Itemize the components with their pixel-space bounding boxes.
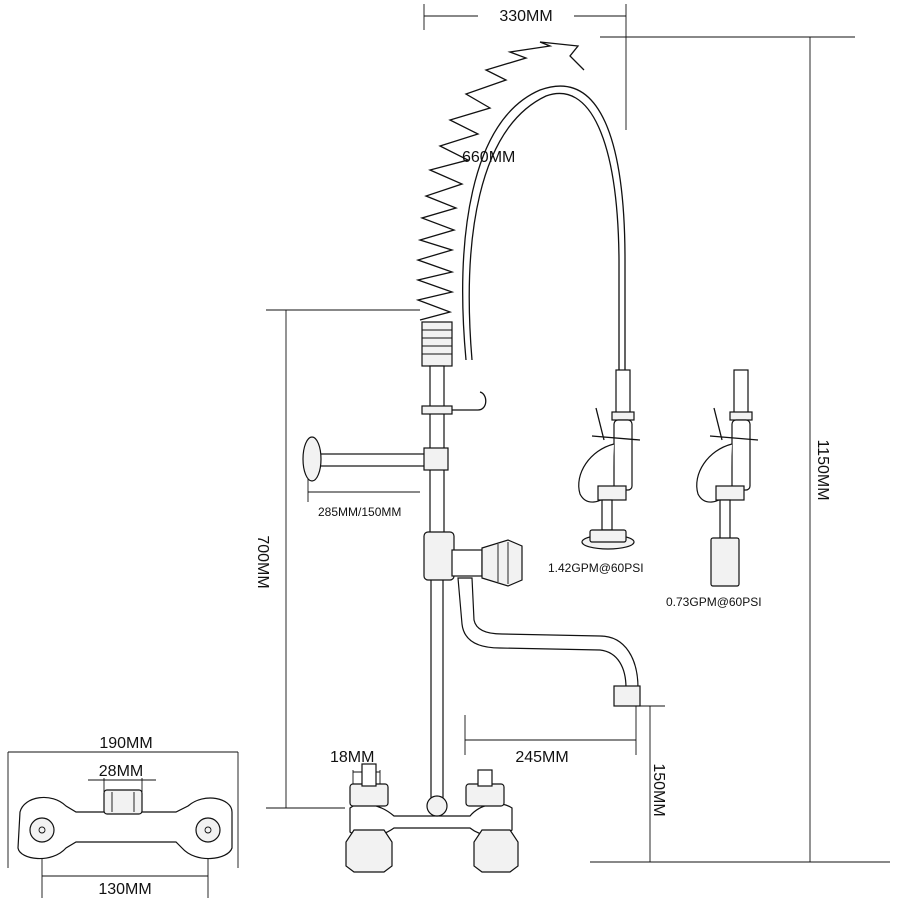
spray-valve-tube: [733, 369, 749, 415]
left-handle: [345, 829, 393, 873]
label-total-height: 1150MM: [814, 439, 831, 500]
bracket-clamp: [423, 447, 449, 471]
left-inlet-nut: [349, 783, 389, 807]
spray-valve-low-flow: [696, 369, 759, 587]
label-spout-height: 150MM: [650, 763, 667, 816]
spout-valve-body: [423, 531, 455, 581]
spring-coil: [415, 41, 585, 321]
spray-valve-body: [613, 419, 633, 491]
left-inlet: [361, 763, 377, 787]
label-spout-reach: 245MM: [515, 749, 568, 766]
label-high-flow: 1.42GPM@60PSI: [548, 561, 644, 575]
wall-bracket-arm: [317, 453, 431, 467]
front-view-right-port: [195, 817, 221, 843]
spout-handle: [481, 539, 523, 587]
label-front-width: 190MM: [99, 735, 152, 752]
dimension-lines: [7, 4, 890, 898]
front-view-center-inlet: [103, 789, 143, 815]
hose: [462, 85, 626, 372]
label-front-mid: 28MM: [99, 763, 143, 780]
spray-head-cylinder: [710, 537, 740, 587]
front-view: [17, 789, 233, 860]
spray-valve-body: [731, 419, 751, 491]
label-column-height: 700MM: [254, 535, 271, 588]
label-hose-length: 660MM: [462, 149, 515, 166]
dimension-labels: 330MM 660MM 1150MM 700MM 285MM/150MM 245…: [98, 8, 831, 898]
hook-collar: [421, 405, 453, 415]
swing-spout: [457, 577, 639, 689]
spring-coupling: [421, 321, 453, 367]
spray-valve-elbow: [597, 485, 627, 501]
front-view-left-port: [29, 817, 55, 843]
hose-hook: [452, 391, 487, 411]
label-top-width: 330MM: [499, 8, 552, 25]
label-arm-length: 285MM/150MM: [318, 505, 401, 519]
right-inlet: [477, 769, 493, 787]
spray-valve-trigger-ring: [591, 407, 641, 441]
spray-valve-tube: [615, 369, 631, 415]
right-inlet-nut: [465, 783, 505, 807]
faucet-assembly: [302, 41, 641, 873]
label-front-centers: 130MM: [98, 881, 151, 898]
spout-aerator: [613, 685, 641, 707]
right-handle: [473, 829, 519, 873]
spray-valve-high-flow: [578, 369, 641, 550]
spray-valve-trigger-ring: [709, 407, 759, 441]
wall-bracket-plate: [302, 436, 322, 482]
label-low-flow: 0.73GPM@60PSI: [666, 595, 762, 609]
spray-valve-elbow: [715, 485, 745, 501]
riser-nut: [426, 795, 448, 817]
valve-stem: [451, 549, 483, 577]
front-view-body: [17, 796, 233, 860]
label-inlet-size: 18MM: [330, 749, 374, 766]
